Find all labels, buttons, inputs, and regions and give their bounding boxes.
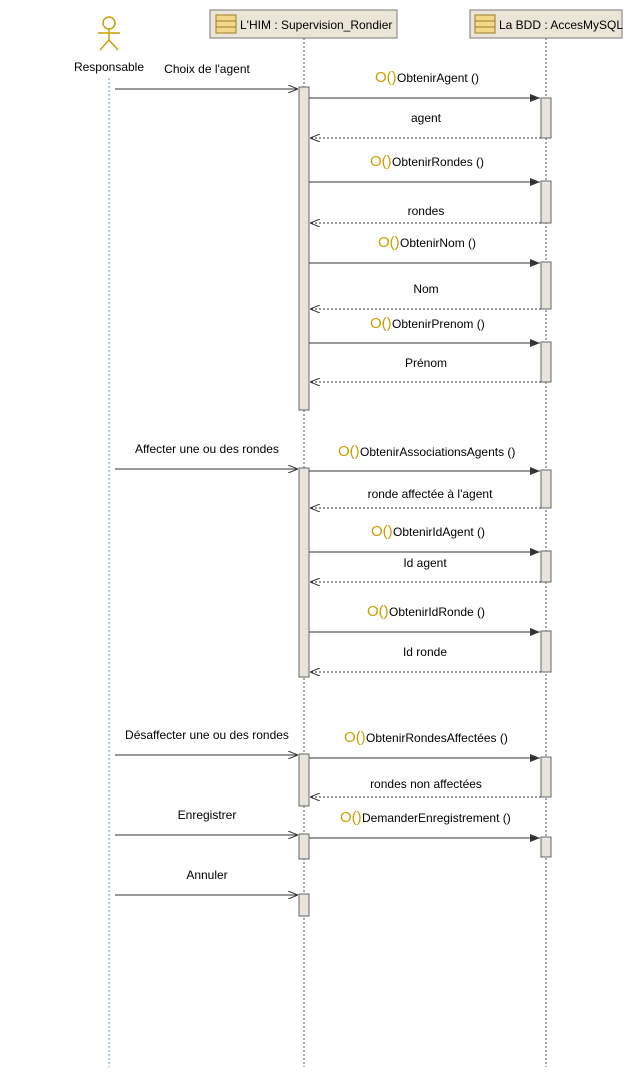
message-label: ObtenirAgent ()	[397, 71, 479, 85]
call-demander-enregistrement[interactable]: O() DemanderEnregistrement ()	[309, 809, 540, 842]
message-enregistrer[interactable]: Enregistrer	[115, 808, 298, 835]
lifeline-title-bdd: La BDD : AccesMySQL	[499, 18, 623, 32]
call-obtenir-rondes-affectees[interactable]: O() ObtenirRondesAffectées ()	[309, 729, 540, 762]
message-choix-agent[interactable]: Choix de l'agent	[115, 62, 298, 89]
operation-icon: O()	[338, 443, 360, 460]
message-label: ObtenirPrenom ()	[392, 317, 485, 331]
activation-bar	[540, 97, 552, 139]
activation-bar	[298, 86, 310, 411]
operation-icon: O()	[344, 729, 366, 746]
operation-icon: O()	[371, 523, 393, 540]
activation-bar	[540, 630, 552, 673]
activation-bar	[540, 469, 552, 509]
activation-bar	[298, 753, 310, 807]
message-label: ObtenirIdAgent ()	[393, 525, 485, 539]
call-obtenir-agent[interactable]: O() ObtenirAgent ()	[309, 69, 540, 102]
message-label: DemanderEnregistrement ()	[362, 811, 511, 825]
message-label: agent	[411, 111, 442, 125]
call-obtenir-prenom[interactable]: O() ObtenirPrenom ()	[309, 315, 540, 347]
return-nom[interactable]: Nom	[310, 282, 541, 309]
call-obtenir-id-agent[interactable]: O() ObtenirIdAgent ()	[309, 523, 540, 556]
message-label: Prénom	[405, 356, 447, 370]
message-label: Id ronde	[403, 645, 447, 659]
message-label: ObtenirRondes ()	[392, 155, 484, 169]
return-rondes-non-affectees[interactable]: rondes non affectées	[310, 777, 541, 797]
message-label: rondes	[408, 204, 445, 218]
activation-bar	[298, 467, 310, 678]
return-id-agent[interactable]: Id agent	[310, 556, 541, 582]
actor-responsable[interactable]: Responsable	[74, 16, 144, 74]
activation-bar	[298, 833, 310, 860]
activation-bar	[540, 341, 552, 383]
activation-bar	[540, 550, 552, 583]
operation-icon: O()	[378, 234, 400, 251]
return-agent[interactable]: agent	[310, 111, 541, 138]
call-obtenir-nom[interactable]: O() ObtenirNom ()	[309, 234, 540, 267]
call-obtenir-id-ronde[interactable]: O() ObtenirIdRonde ()	[309, 603, 540, 636]
return-prenom[interactable]: Prénom	[310, 356, 541, 382]
message-label: Affecter une ou des rondes	[135, 442, 279, 456]
lifeline-title-ihm: L'HIM : Supervision_Rondier	[240, 18, 392, 32]
operation-icon: O()	[370, 153, 392, 170]
operation-icon: O()	[370, 315, 392, 332]
stick-figure-icon	[98, 16, 120, 51]
message-label: ObtenirIdRonde ()	[389, 605, 485, 619]
activation-bar	[540, 180, 552, 224]
activation-bar	[540, 836, 552, 858]
operation-icon: O()	[375, 69, 397, 86]
message-label: ObtenirNom ()	[400, 236, 476, 250]
message-desaffecter-rondes[interactable]: Désaffecter une ou des rondes	[115, 728, 298, 755]
class-icon	[215, 14, 237, 34]
message-label: Désaffecter une ou des rondes	[125, 728, 289, 742]
return-id-ronde[interactable]: Id ronde	[310, 645, 541, 672]
message-label: ObtenirRondesAffectées ()	[366, 731, 508, 745]
activation-bar	[540, 756, 552, 798]
message-label: ronde affectée à l'agent	[368, 487, 494, 501]
message-affecter-rondes[interactable]: Affecter une ou des rondes	[115, 442, 298, 469]
activation-bar	[540, 261, 552, 310]
lifeline-header-bdd[interactable]: La BDD : AccesMySQL	[469, 9, 623, 39]
operation-icon: O()	[367, 603, 389, 620]
message-label: ObtenirAssociationsAgents ()	[360, 445, 515, 459]
lifeline-header-ihm[interactable]: L'HIM : Supervision_Rondier	[209, 9, 398, 39]
message-annuler[interactable]: Annuler	[115, 868, 298, 895]
message-label: Nom	[413, 282, 438, 296]
call-obtenir-associations-agents[interactable]: O() ObtenirAssociationsAgents ()	[309, 443, 540, 475]
activation-bar	[298, 893, 310, 917]
call-obtenir-rondes[interactable]: O() ObtenirRondes ()	[309, 153, 540, 186]
class-icon	[474, 14, 496, 34]
message-label: Annuler	[186, 868, 227, 882]
message-label: Enregistrer	[178, 808, 237, 822]
message-label: Id agent	[403, 556, 447, 570]
message-label: Choix de l'agent	[164, 62, 250, 76]
message-label: rondes non affectées	[370, 777, 482, 791]
return-ronde-affectee[interactable]: ronde affectée à l'agent	[310, 487, 541, 508]
return-rondes[interactable]: rondes	[310, 204, 541, 223]
actor-label: Responsable	[74, 60, 144, 74]
operation-icon: O()	[340, 809, 362, 826]
